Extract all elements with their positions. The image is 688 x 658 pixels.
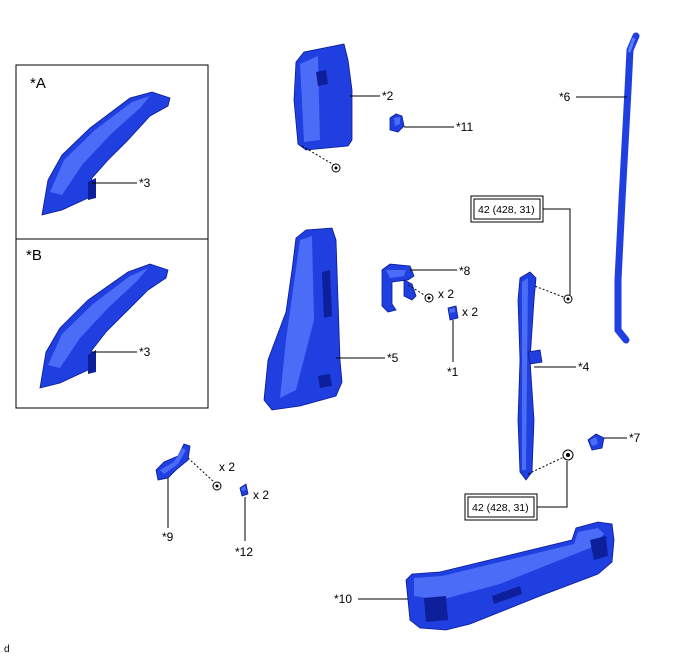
bolt-8-icon (424, 293, 434, 303)
part-3-pillar-garnish-a (41, 91, 171, 216)
screw-2-icon (331, 163, 341, 173)
qty-bolt-9: x 2 (219, 460, 235, 474)
torque-box-upper: 42 (428, 31) (470, 195, 544, 223)
callout-3b: *3 (139, 345, 151, 359)
qty-clip-12: x 2 (253, 488, 269, 502)
leader-torque-upper (543, 208, 571, 295)
part-11-clip (389, 113, 405, 133)
callout-3a: *3 (139, 176, 151, 190)
part-5-lower-garnish (263, 227, 343, 411)
callout-7: *7 (629, 431, 641, 445)
part-1-clip (447, 305, 459, 321)
part-8-assist-grip (381, 263, 417, 313)
part-7-cap (587, 433, 605, 451)
part-3-pillar-garnish-b (39, 263, 169, 389)
panel-b-frame (15, 238, 209, 409)
callout-9: *9 (162, 530, 174, 544)
leader-torque-lower (537, 461, 568, 508)
callout-4: *4 (578, 360, 590, 374)
callout-12: *12 (235, 545, 253, 559)
callout-11: *11 (456, 120, 473, 134)
dash-4-upper (523, 281, 567, 299)
part-2-upper-garnish (293, 43, 353, 151)
panel-b-label: *B (26, 247, 42, 264)
part-10-side-trim (405, 521, 615, 631)
callout-6: *6 (559, 90, 571, 104)
callout-1: *1 (447, 365, 459, 379)
dash-8 (407, 284, 427, 297)
torque-upper-value: 42 (428, 31) (478, 204, 535, 216)
part-6-weatherstrip (614, 32, 640, 344)
callout-2: *2 (382, 89, 394, 103)
diagram-code: d (4, 644, 10, 655)
bolt-4-lower-icon (562, 449, 574, 461)
dash-4-lower (527, 455, 567, 475)
qty-bolt-8: x 2 (438, 287, 454, 301)
callout-5: *5 (387, 351, 399, 365)
part-4-seat-belt (517, 271, 543, 481)
qty-clip-1: x 2 (462, 305, 478, 319)
part-12-clip (239, 483, 249, 497)
torque-lower-value: 42 (428, 31) (472, 502, 529, 514)
dash-9 (187, 457, 215, 483)
torque-box-lower: 42 (428, 31) (464, 493, 538, 521)
callout-10: *10 (334, 592, 352, 606)
callout-8: *8 (459, 264, 471, 278)
part-9-assist-grip (155, 443, 191, 481)
panel-a-label: *A (30, 75, 46, 92)
bolt-4-upper-icon (563, 294, 573, 304)
bolt-9-icon (212, 481, 222, 491)
